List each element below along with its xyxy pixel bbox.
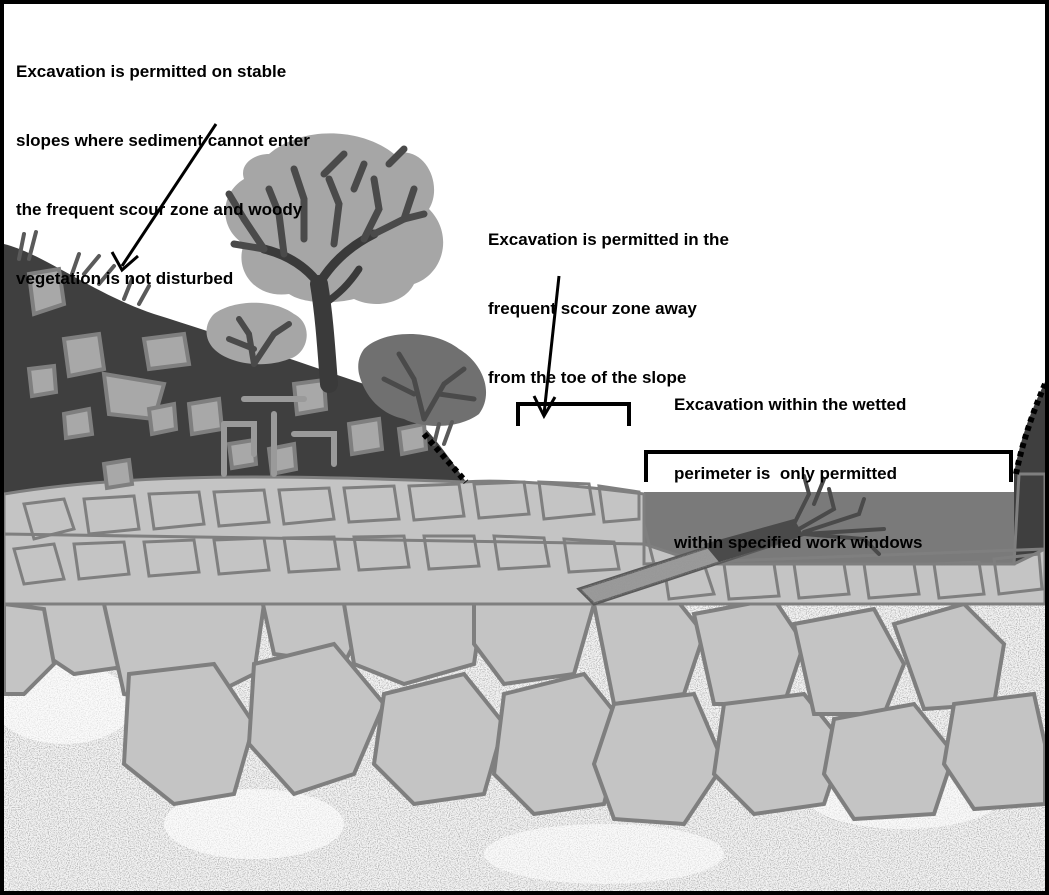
caption-wetted-perimeter: Excavation within the wetted perimeter i… <box>674 347 922 600</box>
caption-line: slopes where sediment cannot enter <box>16 129 310 152</box>
caption-line: frequent scour zone away <box>488 297 729 320</box>
caption-line: Excavation is permitted on stable <box>16 60 310 83</box>
caption-line: Excavation is permitted in the <box>488 228 729 251</box>
caption-line: perimeter is only permitted <box>674 462 922 485</box>
caption-line: within specified work windows <box>674 531 922 554</box>
caption-line: vegetation is not disturbed <box>16 267 310 290</box>
caption-line: the frequent scour zone and woody <box>16 198 310 221</box>
caption-stable-slopes: Excavation is permitted on stable slopes… <box>16 14 310 336</box>
caption-line: Excavation within the wetted <box>674 393 922 416</box>
